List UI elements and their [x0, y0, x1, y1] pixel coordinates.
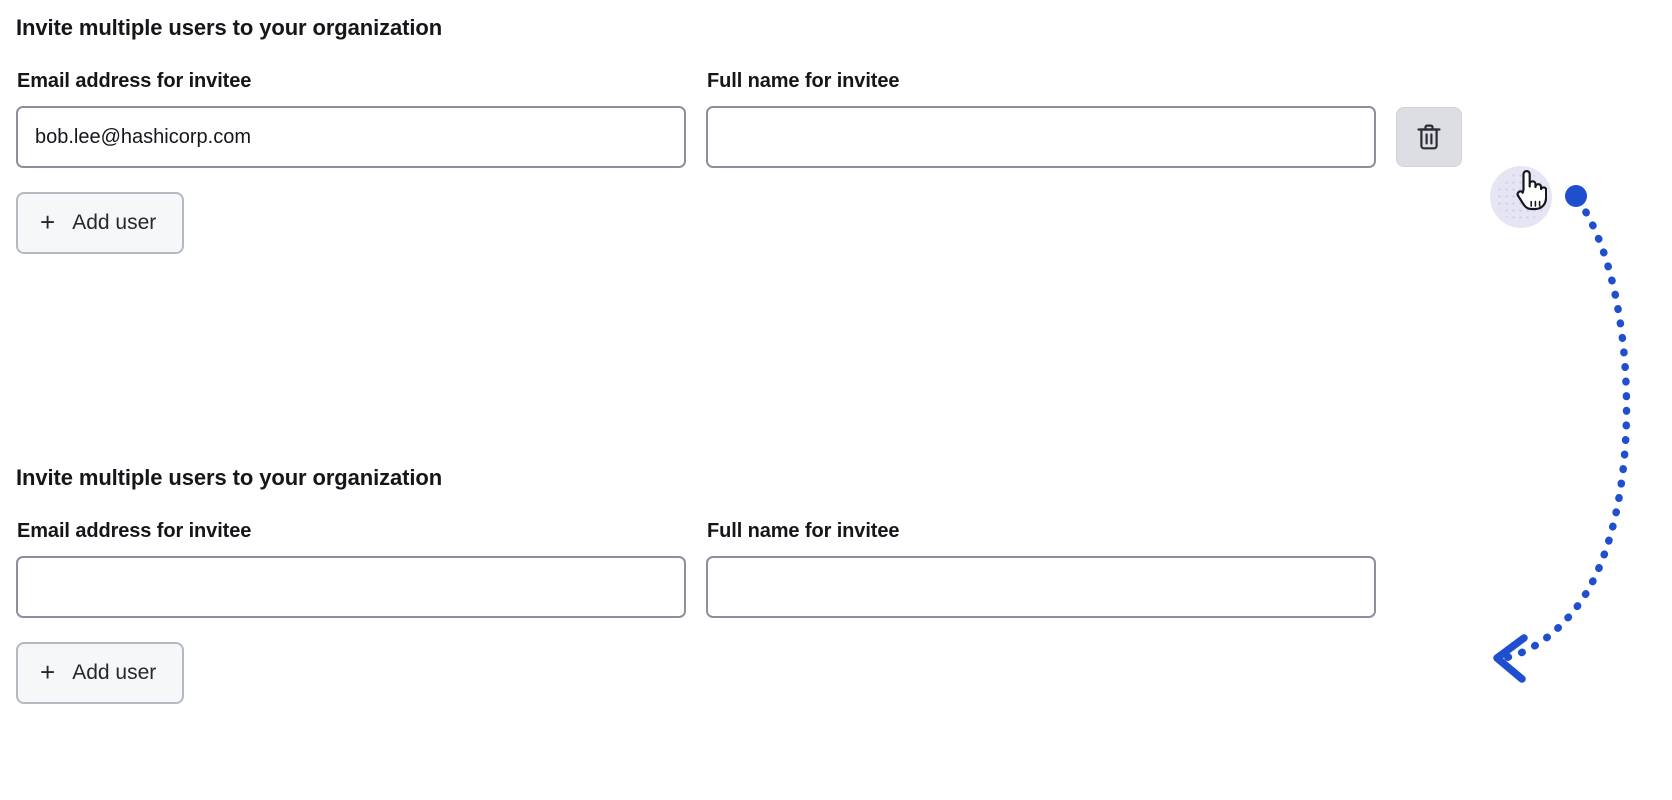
invite-users-section-1: Invite multiple users to your organizati… [16, 14, 1576, 254]
plus-icon-2: + [40, 657, 56, 687]
page-title: Invite multiple users to your organizati… [16, 15, 443, 40]
email-label: Email address for invitee [17, 70, 252, 92]
fullname-label: Full name for invitee [707, 70, 900, 92]
plus-icon: + [40, 207, 56, 237]
page-title-2: Invite multiple users to your organizati… [16, 465, 443, 490]
delete-invitee-button[interactable] [1396, 107, 1462, 167]
fullname-field-group-2: Full name for invitee [706, 519, 1376, 618]
add-user-button-2[interactable]: + Add user [16, 642, 185, 704]
add-user-button-label: Add user [72, 211, 157, 234]
fullname-input[interactable] [706, 106, 1376, 168]
fullname-label-2: Full name for invitee [707, 520, 900, 542]
trash-icon [1416, 123, 1442, 151]
email-input[interactable] [16, 106, 686, 168]
add-user-button-label-2: Add user [72, 661, 157, 684]
invite-users-section-2: Invite multiple users to your organizati… [16, 464, 1576, 704]
fullname-field-group: Full name for invitee [706, 69, 1376, 168]
email-field-group: Email address for invitee [16, 69, 686, 168]
email-input-2[interactable] [16, 556, 686, 618]
email-label-2: Email address for invitee [17, 520, 252, 542]
email-field-group-2: Email address for invitee [16, 519, 686, 618]
add-user-button[interactable]: + Add user [16, 192, 185, 254]
invitee-row-2: Email address for invitee Full name for … [16, 519, 1576, 618]
fullname-input-2[interactable] [706, 556, 1376, 618]
invitee-row: Email address for invitee Full name for … [16, 69, 1576, 168]
